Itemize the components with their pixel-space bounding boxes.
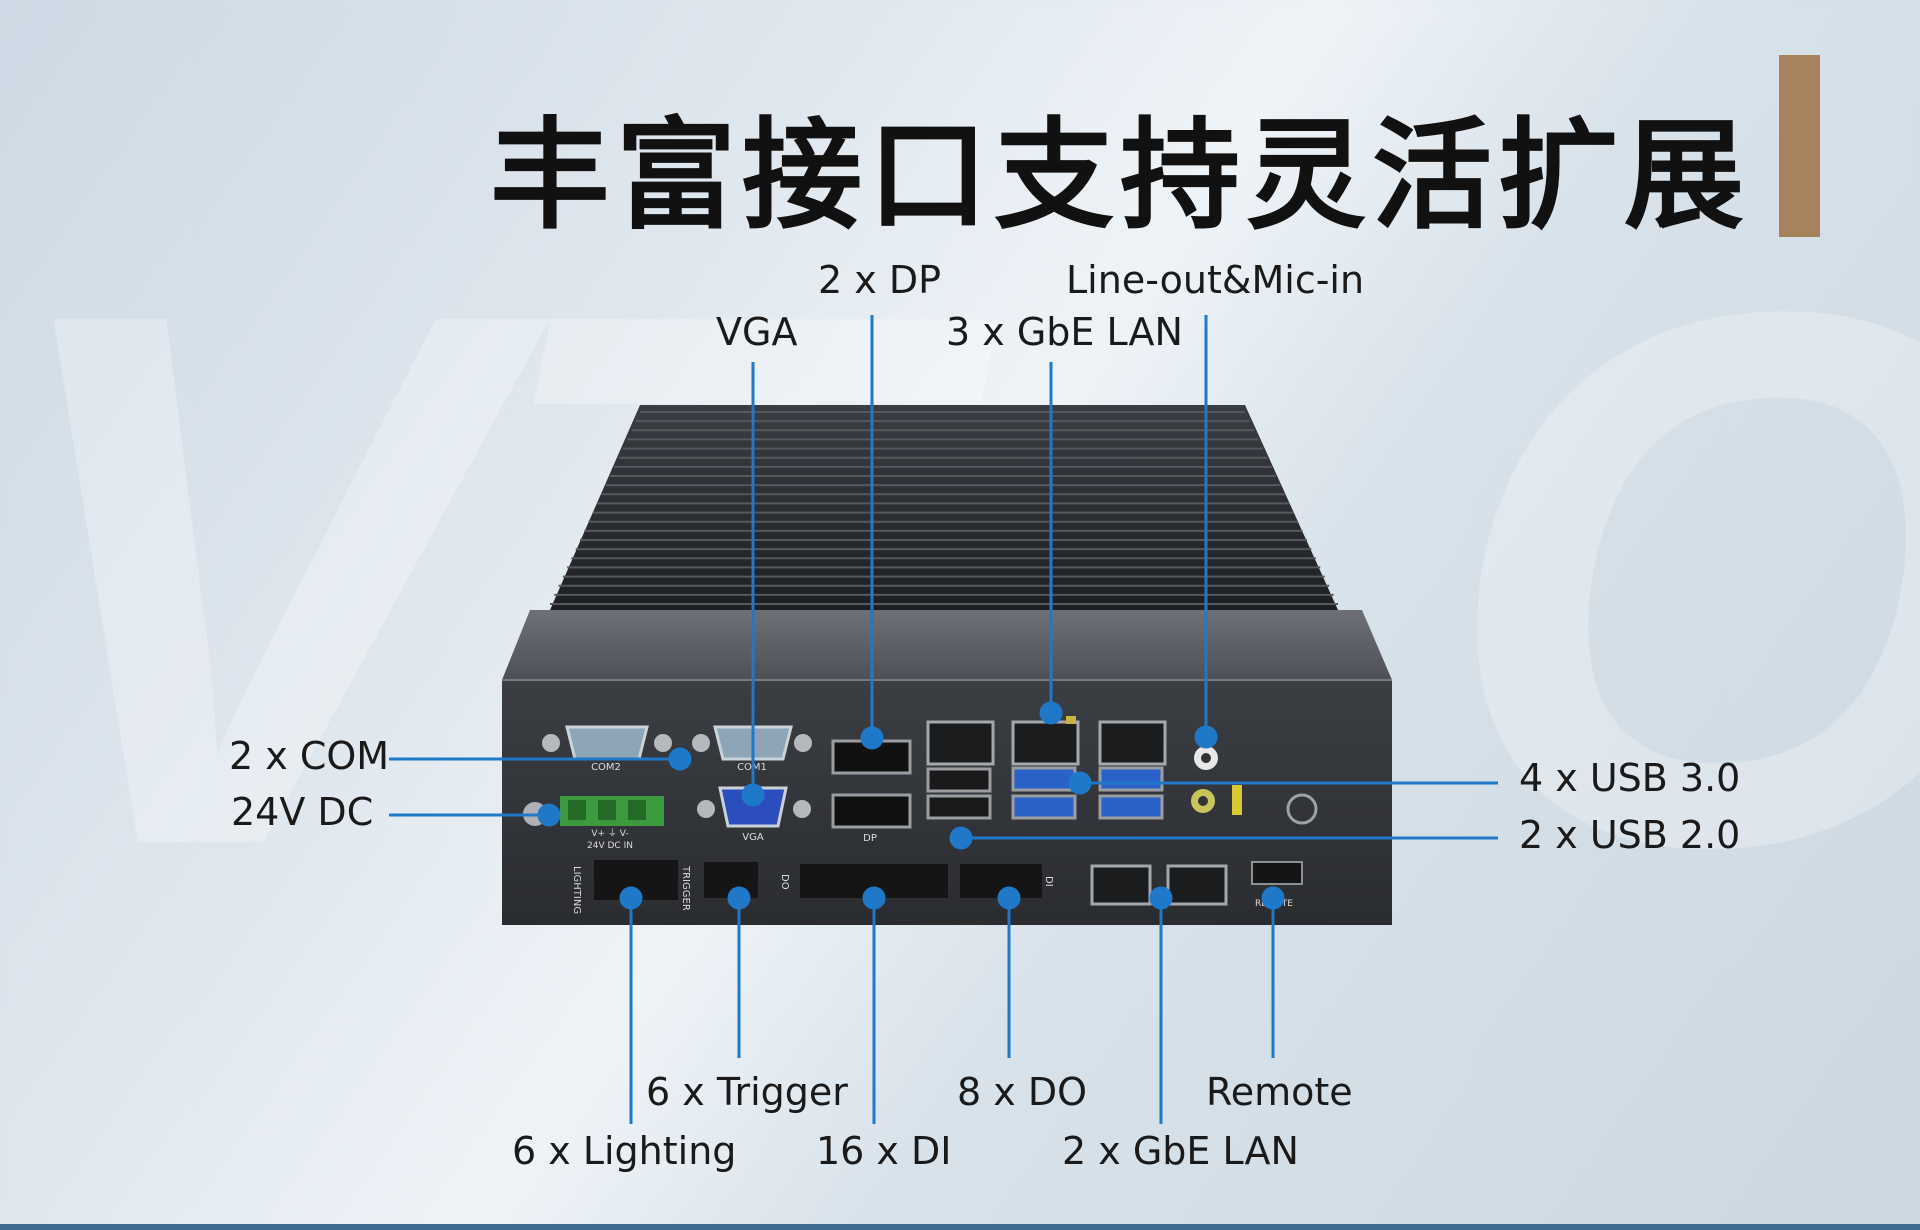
label-dc: 24V DC bbox=[231, 790, 374, 834]
audio-jacks bbox=[1191, 746, 1318, 825]
label-lighting: 6 x Lighting bbox=[512, 1129, 737, 1173]
callout-lines bbox=[389, 315, 1498, 1124]
watermark-letter-o: O bbox=[1440, 200, 1920, 960]
chassis-top-lip bbox=[502, 610, 1392, 680]
label-gbe-lan-top: 3 x GbE LAN bbox=[946, 310, 1183, 354]
label-line-out-mic-in: Line-out&Mic-in bbox=[1066, 258, 1365, 302]
trigger-text: TRIGGER bbox=[680, 865, 691, 911]
label-usb2: 2 x USB 2.0 bbox=[1519, 813, 1741, 857]
lan-ports-bottom bbox=[1090, 864, 1228, 906]
heatsink bbox=[550, 405, 1338, 610]
label-usb3: 4 x USB 3.0 bbox=[1519, 756, 1741, 800]
label-di: 16 x DI bbox=[816, 1129, 952, 1173]
lighting-text: LIGHTING bbox=[571, 866, 582, 914]
do-text: DO bbox=[779, 874, 790, 890]
page-title: 丰富接口支持灵活扩展 bbox=[490, 107, 1750, 246]
label-com: 2 x COM bbox=[229, 734, 390, 778]
label-vga: VGA bbox=[716, 310, 798, 354]
label-dp: 2 x DP bbox=[818, 258, 941, 302]
label-remote: Remote bbox=[1206, 1070, 1353, 1114]
vga-port-text: VGA bbox=[742, 832, 764, 843]
label-gbe-lan-bottom: 2 x GbE LAN bbox=[1062, 1129, 1299, 1173]
com2-text: COM2 bbox=[591, 762, 621, 773]
bottom-rule bbox=[0, 1224, 1920, 1230]
dc-terminal-text-2: 24V DC IN bbox=[587, 841, 633, 851]
di-text: DI bbox=[1043, 876, 1054, 887]
do-terminal: DO bbox=[779, 864, 948, 898]
usb2-ports bbox=[926, 767, 992, 820]
dc-terminal: V+ ⏚ V- 24V DC IN bbox=[523, 796, 664, 851]
label-do: 8 x DO bbox=[957, 1070, 1087, 1114]
watermark-letter-v: V bbox=[0, 155, 497, 1004]
label-trigger: 6 x Trigger bbox=[646, 1070, 848, 1114]
vga-port: VGA bbox=[697, 786, 811, 843]
dc-terminal-text: V+ ⏚ V- bbox=[591, 828, 628, 839]
dp-text: DP bbox=[863, 833, 877, 844]
title-accent-bar bbox=[1779, 55, 1820, 237]
